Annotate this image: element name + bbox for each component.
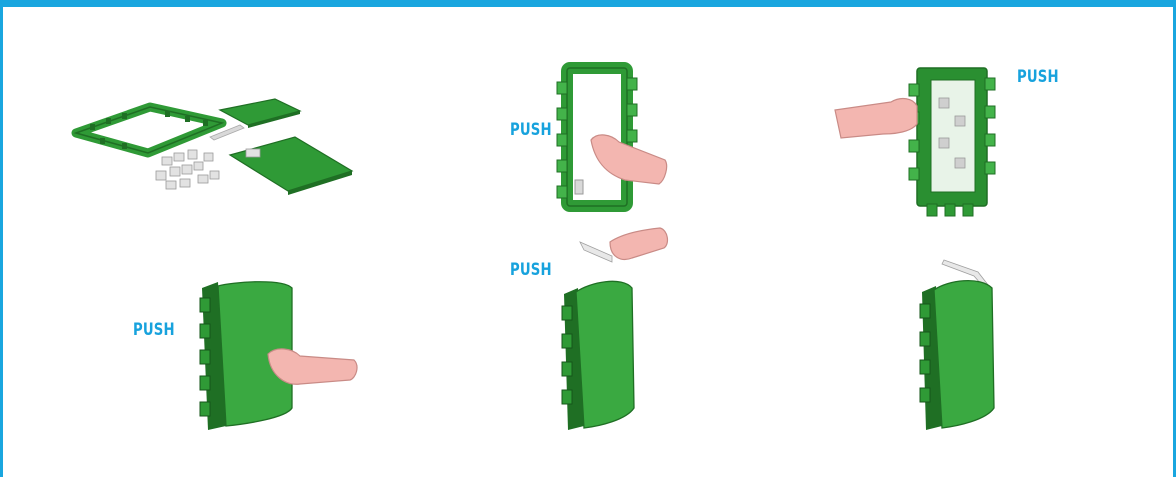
push-label: PUSH: [1017, 67, 1059, 87]
hand-icon: [834, 97, 918, 139]
din-rail-housing-icon: [561, 280, 635, 430]
step-3-press-clips: [834, 58, 1015, 223]
hand-icon: [609, 227, 669, 261]
din-rail-housing-icon: [199, 281, 293, 430]
step-2-insert-clips: [555, 62, 675, 217]
front-cover: [228, 136, 354, 195]
step-6-assembled-housing: [918, 258, 1018, 433]
din-rail-housing-icon: [908, 67, 996, 217]
push-label: PUSH: [510, 120, 552, 140]
push-label: PUSH: [133, 320, 175, 340]
back-cover: [218, 98, 302, 128]
step-4-attach-cover: [196, 278, 366, 433]
hand-icon: [267, 348, 358, 385]
mounting-clip-icon: [579, 241, 613, 263]
frame-ring: [71, 102, 227, 158]
hand-icon: [590, 134, 668, 185]
mounting-clip-icon: [209, 124, 245, 141]
exploded-housing-parts-icon: [71, 98, 354, 195]
din-rail-housing-icon: [919, 279, 995, 430]
terminal-blocks: [155, 149, 220, 190]
push-label: PUSH: [510, 260, 552, 280]
step-1-exploded-parts: [70, 95, 360, 205]
step-5-insert-rail-clip: [560, 222, 680, 432]
